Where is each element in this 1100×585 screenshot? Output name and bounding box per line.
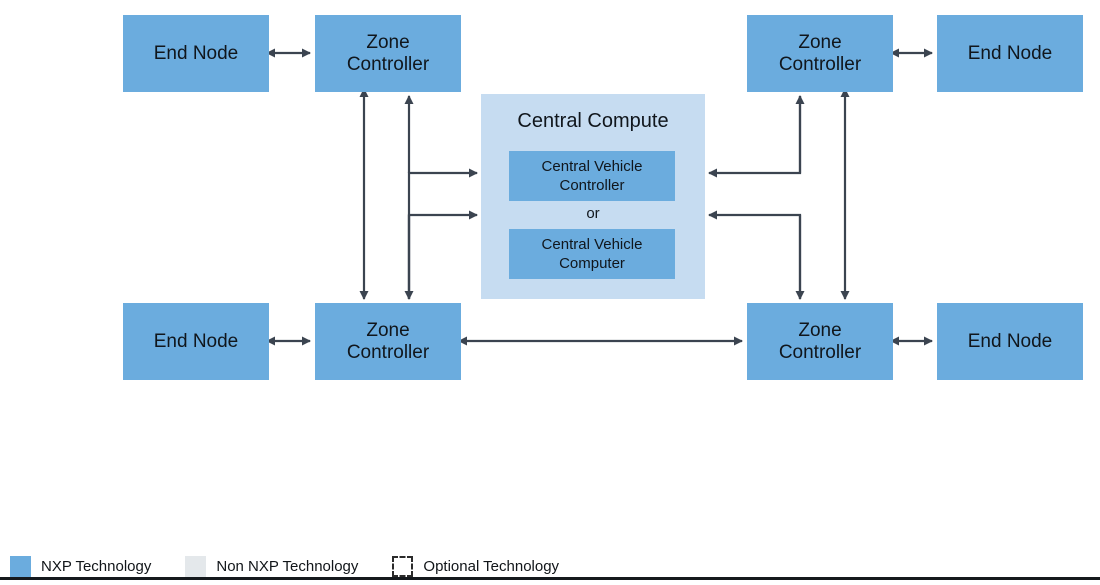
zone-controller-top-right-label-line2: Controller xyxy=(778,53,862,75)
end-node-bottom-left[interactable]: End Node xyxy=(123,303,269,380)
end-node-top-right-label: End Node xyxy=(967,42,1053,64)
legend: NXP Technology Non NXP Technology Option… xyxy=(0,548,1100,585)
link-zc-tl-central xyxy=(407,168,478,299)
zone-controller-top-right[interactable]: Zone Controller xyxy=(747,15,893,92)
end-node-top-right[interactable]: End Node xyxy=(937,15,1083,92)
legend-item-nxp: NXP Technology xyxy=(10,556,151,577)
central-compute-or-separator: or xyxy=(586,205,600,222)
zone-controller-top-left[interactable]: Zone Controller xyxy=(315,15,461,92)
zone-controller-bottom-left-label-line2: Controller xyxy=(346,341,430,363)
link-zc-bl-central xyxy=(407,210,478,299)
non-nxp-swatch-icon xyxy=(185,556,207,577)
zone-controller-bottom-left[interactable]: Zone Controller xyxy=(315,303,461,380)
central-compute-panel[interactable]: Central Compute Central Vehicle Controll… xyxy=(481,94,705,299)
central-vehicle-controller-label-line2: Controller xyxy=(559,177,625,194)
central-vehicle-computer-label-line1: Central Vehicle xyxy=(541,236,643,253)
central-vehicle-controller-label-line1: Central Vehicle xyxy=(541,158,643,175)
legend-label-optional: Optional Technology xyxy=(423,558,560,575)
legend-item-optional: Optional Technology xyxy=(392,556,559,577)
nxp-swatch-icon xyxy=(10,556,31,577)
end-node-bottom-left-label: End Node xyxy=(153,330,239,352)
zone-controller-top-left-label-line1: Zone xyxy=(366,31,410,53)
end-node-top-left[interactable]: End Node xyxy=(123,15,269,92)
central-vehicle-computer-label-line2: Computer xyxy=(559,255,625,272)
legend-item-non-nxp: Non NXP Technology xyxy=(185,556,358,577)
zone-controller-bottom-left-label-line1: Zone xyxy=(366,319,410,341)
zone-controller-top-left-label-line2: Controller xyxy=(346,53,430,75)
end-node-bottom-right-label: End Node xyxy=(967,330,1053,352)
central-vehicle-computer-box[interactable]: Central Vehicle Computer xyxy=(509,229,675,279)
central-compute-title: Central Compute xyxy=(517,110,669,132)
end-node-bottom-right[interactable]: End Node xyxy=(937,303,1083,380)
zone-controller-bottom-right-label-line2: Controller xyxy=(778,341,862,363)
zone-controller-bottom-right[interactable]: Zone Controller xyxy=(747,303,893,380)
legend-label-nxp: NXP Technology xyxy=(41,558,152,575)
optional-dashed-swatch-icon xyxy=(392,556,414,577)
link-zc-tr-central xyxy=(708,96,802,178)
zone-controller-top-right-label-line1: Zone xyxy=(798,31,842,53)
legend-label-non-nxp: Non NXP Technology xyxy=(216,558,359,575)
zone-controller-bottom-right-label-line1: Zone xyxy=(798,319,842,341)
link-zc-br-central xyxy=(708,210,802,299)
end-node-top-left-label: End Node xyxy=(153,42,239,64)
footer-divider xyxy=(0,577,1100,580)
central-vehicle-controller-box[interactable]: Central Vehicle Controller xyxy=(509,151,675,201)
